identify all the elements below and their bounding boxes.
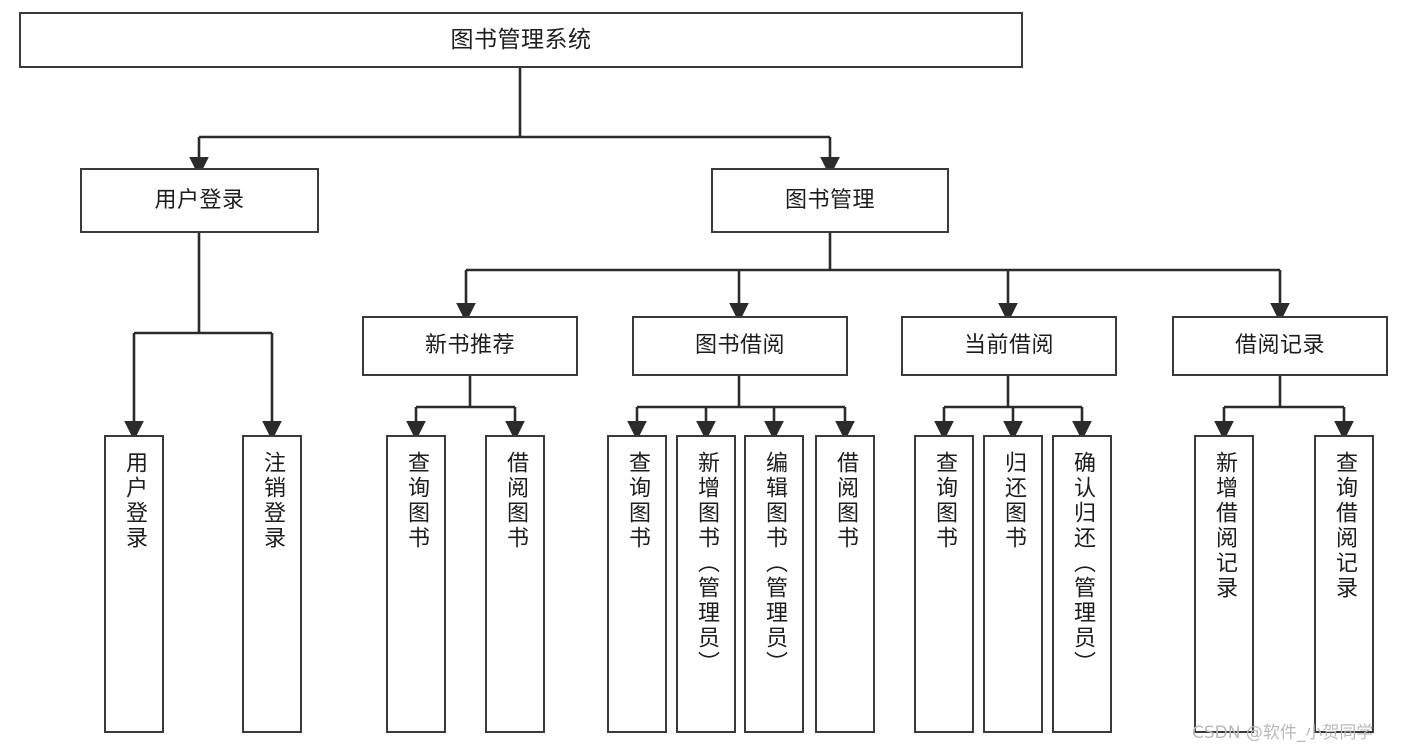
- node-book-borrow[interactable]: 图书借阅: [632, 316, 848, 376]
- node-label: 归还图书: [1001, 451, 1026, 551]
- node-label: 新增图书（管理员）: [694, 451, 719, 676]
- node-leaf-query-record[interactable]: 查询借阅记录: [1314, 435, 1374, 733]
- node-book-manage[interactable]: 图书管理: [711, 168, 949, 233]
- node-user-login[interactable]: 用户登录: [80, 168, 319, 233]
- node-label: 确认归还（管理员）: [1070, 451, 1095, 676]
- node-label: 查询图书: [932, 451, 957, 551]
- node-label: 查询借阅记录: [1332, 451, 1357, 601]
- node-label: 用户登录: [122, 451, 147, 551]
- node-leaf-add-book[interactable]: 新增图书（管理员）: [676, 435, 736, 733]
- node-leaf-query-book-2[interactable]: 查询图书: [607, 435, 667, 733]
- node-leaf-add-record[interactable]: 新增借阅记录: [1194, 435, 1254, 733]
- node-label: 图书管理系统: [450, 26, 592, 53]
- node-label: 用户登录: [154, 187, 245, 213]
- node-label: 新增借阅记录: [1212, 451, 1237, 601]
- node-leaf-borrow-book-1[interactable]: 借阅图书: [485, 435, 545, 733]
- node-root-system[interactable]: 图书管理系统: [19, 12, 1023, 68]
- node-leaf-edit-book[interactable]: 编辑图书（管理员）: [744, 435, 804, 733]
- node-label: 借阅图书: [503, 451, 528, 551]
- node-current-borrow[interactable]: 当前借阅: [901, 316, 1117, 376]
- node-label: 查询图书: [625, 451, 650, 551]
- node-label: 新书推荐: [424, 333, 515, 359]
- node-leaf-user-login[interactable]: 用户登录: [104, 435, 164, 733]
- node-label: 借阅图书: [833, 451, 858, 551]
- node-borrow-record[interactable]: 借阅记录: [1172, 316, 1388, 376]
- node-leaf-query-book-3[interactable]: 查询图书: [914, 435, 974, 733]
- node-label: 图书借阅: [694, 333, 785, 359]
- node-label: 图书管理: [784, 187, 875, 213]
- node-new-book-recommend[interactable]: 新书推荐: [362, 316, 578, 376]
- node-leaf-logout-login[interactable]: 注销登录: [242, 435, 302, 733]
- node-leaf-confirm-return[interactable]: 确认归还（管理员）: [1052, 435, 1112, 733]
- node-label: 借阅记录: [1234, 333, 1325, 359]
- node-label: 当前借阅: [963, 333, 1054, 359]
- node-leaf-return-book[interactable]: 归还图书: [983, 435, 1043, 733]
- node-leaf-borrow-book-2[interactable]: 借阅图书: [815, 435, 875, 733]
- node-leaf-query-book-1[interactable]: 查询图书: [386, 435, 446, 733]
- node-label: 编辑图书（管理员）: [762, 451, 787, 676]
- csdn-watermark: CSDN @软件_小贺同学: [1192, 723, 1374, 743]
- node-label: 查询图书: [404, 451, 429, 551]
- node-label: 注销登录: [260, 451, 285, 551]
